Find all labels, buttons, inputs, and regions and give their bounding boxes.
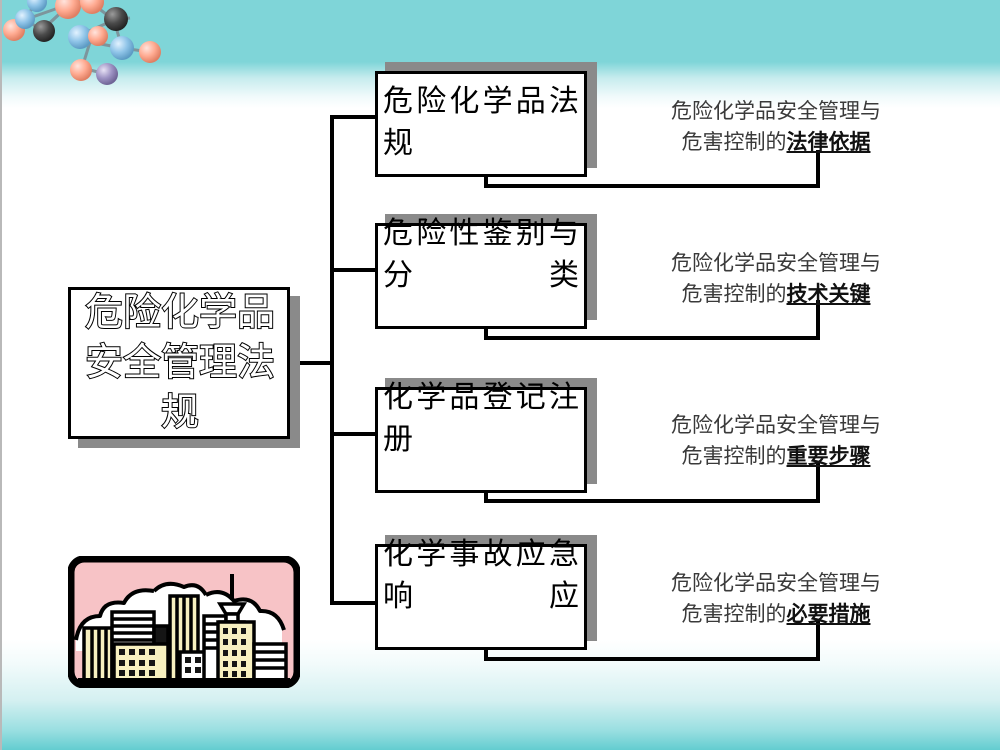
- branch-description-2: 危险化学品安全管理与 危害控制的技术关键: [636, 248, 916, 310]
- connector-box4-down: [484, 639, 488, 661]
- branch-box-4[interactable]: [375, 544, 587, 650]
- background-top-band: [2, 0, 1000, 62]
- connector-box3-across: [484, 499, 820, 503]
- molecule-atom: [88, 26, 108, 46]
- desc-emphasis-1: 法律依据: [786, 130, 871, 154]
- desc-line1-2: 危险化学品安全管理与: [671, 251, 881, 275]
- desc-line1-1: 危险化学品安全管理与: [671, 99, 881, 123]
- molecule-atom: [27, 0, 47, 12]
- connector-box2-up: [816, 300, 820, 338]
- connector-title-to-spine: [290, 361, 334, 365]
- molecule-atom: [70, 59, 92, 81]
- molecule-atom: [15, 9, 35, 29]
- desc-line2-plain-1: 危害控制的: [681, 130, 787, 154]
- connector-spine-to-box-2: [330, 268, 378, 272]
- city-skyline-icon: [68, 556, 300, 688]
- connector-box1-across: [484, 184, 820, 188]
- desc-emphasis-4: 必要措施: [786, 602, 871, 626]
- branch-box-2[interactable]: [375, 223, 587, 329]
- connector-box1-up: [816, 150, 820, 186]
- desc-line1-3: 危险化学品安全管理与: [671, 413, 881, 437]
- molecule-model-icon: [3, 0, 161, 85]
- branch-box-1[interactable]: [375, 71, 587, 177]
- connector-box1-down: [484, 166, 488, 188]
- molecule-atom: [55, 0, 81, 19]
- connector-box4-up: [816, 620, 820, 659]
- branch-description-3: 危险化学品安全管理与 危害控制的重要步骤: [636, 410, 916, 472]
- connector-spine-to-box-1: [330, 115, 378, 119]
- desc-emphasis-3: 重要步骤: [786, 444, 871, 468]
- branch-box-3[interactable]: [375, 387, 587, 493]
- connector-spine-to-box-4: [330, 601, 378, 605]
- molecule-atom: [104, 7, 128, 31]
- molecule-atom: [139, 41, 161, 63]
- branch-description-1: 危险化学品安全管理与 危害控制的法律依据: [636, 96, 916, 158]
- connector-box2-across: [484, 336, 820, 340]
- molecule-atom: [96, 63, 118, 85]
- connector-spine-to-box-3: [330, 432, 378, 436]
- branch-description-4: 危险化学品安全管理与 危害控制的必要措施: [636, 568, 916, 630]
- connector-box4-across: [484, 657, 820, 661]
- molecule-atom: [80, 0, 104, 14]
- desc-line1-4: 危险化学品安全管理与: [671, 571, 881, 595]
- connector-spine: [330, 115, 334, 605]
- desc-emphasis-2: 技术关键: [786, 282, 871, 306]
- desc-line2-plain-3: 危害控制的: [681, 444, 787, 468]
- desc-line2-plain-2: 危害控制的: [681, 282, 787, 306]
- connector-box2-down: [484, 318, 488, 340]
- molecule-atom: [33, 20, 55, 42]
- desc-line2-plain-4: 危害控制的: [681, 602, 787, 626]
- molecule-atom: [110, 36, 134, 60]
- molecule-atom: [68, 25, 92, 49]
- central-node-box[interactable]: [68, 287, 290, 439]
- connector-box3-up: [816, 462, 820, 501]
